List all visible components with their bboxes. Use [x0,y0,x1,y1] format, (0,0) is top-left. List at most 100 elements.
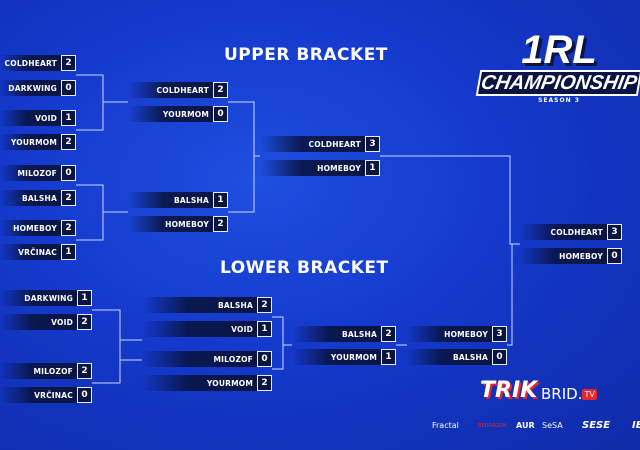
team-name: HOMEBOY [317,163,361,173]
team-name: VRČINAC [18,247,57,257]
team-score: 2 [381,326,396,342]
team-score: 3 [492,326,507,342]
team-name: BALSHA [453,352,488,362]
team-name: YOURMOM [10,137,57,147]
team-name: MILOZOF [213,354,253,364]
ie-logo: IE [632,420,640,431]
logo-1rl: 1RL [521,28,597,72]
team-score: 1 [365,160,380,176]
team-score: 0 [607,248,622,264]
team-score: 2 [77,363,92,379]
team-slot: HOMEBOY 0 [520,248,622,264]
team-name: BALSHA [342,329,377,339]
sese-logo: SESE [582,420,611,431]
team-slot: MILOZOF 2 [0,363,92,379]
team-score: 1 [381,349,396,365]
brid-tv-badge: TV [582,389,597,400]
team-name: HOMEBOY [13,223,57,233]
team-name: MILOZOF [17,168,57,178]
team-score: 3 [607,224,622,240]
team-slot: BALSHA 2 [0,190,76,206]
team-score: 0 [77,387,92,403]
championship-logo: 1RL CHAMPIONSHIP SEASON 3 [475,28,640,130]
team-name: COLDHEART [156,85,209,95]
team-slot: BALSHA 2 [292,326,396,342]
team-slot: YOURMOM 1 [292,349,396,365]
team-slot: YOURMOM 2 [142,375,272,391]
team-score: 2 [213,82,228,98]
team-slot: MILOZOF 0 [142,351,272,367]
team-name: VOID [51,317,73,327]
team-score: 2 [61,134,76,150]
team-name: BALSHA [22,193,57,203]
team-slot: VRČINAC 1 [0,244,76,260]
team-name: BALSHA [218,300,253,310]
team-slot: VOID 1 [0,110,76,126]
team-slot: DARKWING 1 [0,290,92,306]
team-score: 1 [77,290,92,306]
team-score: 2 [213,216,228,232]
team-score: 2 [257,297,272,313]
team-score: 0 [257,351,272,367]
sesa-logo: SeSA [542,421,563,430]
team-name: HOMEBOY [559,251,603,261]
team-name: DARKWING [8,83,57,93]
team-score: 2 [61,220,76,236]
team-slot: VOID 2 [0,314,92,330]
team-slot: HOMEBOY 2 [128,216,228,232]
team-score: 0 [492,349,507,365]
logo-season: SEASON 3 [538,97,580,104]
team-slot: HOMEBOY 2 [0,220,76,236]
brid-text: BRID. [541,385,583,403]
team-score: 1 [213,192,228,208]
team-name: VOID [231,324,253,334]
team-score: 2 [257,375,272,391]
team-score: 2 [61,55,76,71]
fractal-logo: Fractal [432,421,459,430]
team-name: BALSHA [174,195,209,205]
trik-logo: TRIK [480,378,538,403]
team-name: YOURMOM [206,378,253,388]
team-score: 2 [61,190,76,206]
team-score: 1 [61,244,76,260]
upper-bracket-title: UPPER BRACKET [224,45,388,65]
team-slot: YOURMOM 2 [0,134,76,150]
team-score: 0 [61,80,76,96]
team-name: VRČINAC [34,390,73,400]
team-name: YOURMOM [330,352,377,362]
team-slot: BALSHA 2 [142,297,272,313]
redragon-logo: REDRAGON [478,423,507,429]
team-slot: DARKWING 0 [0,80,76,96]
team-slot: COLDHEART 2 [128,82,228,98]
team-name: HOMEBOY [165,219,209,229]
team-slot: HOMEBOY 1 [260,160,380,176]
team-slot: VRČINAC 0 [0,387,92,403]
team-slot: VOID 1 [142,321,272,337]
lower-bracket-title: LOWER BRACKET [220,258,389,278]
team-name: HOMEBOY [444,329,488,339]
team-name: COLDHEART [308,139,361,149]
brid-logo: BRID.TV [541,385,597,403]
logo-championship: CHAMPIONSHIP [475,70,640,96]
team-slot: MILOZOF 0 [0,165,76,181]
team-name: MILOZOF [33,366,73,376]
team-slot: COLDHEART 3 [520,224,622,240]
team-slot: COLDHEART 2 [0,55,76,71]
team-slot: YOURMOM 0 [128,106,228,122]
team-name: DARKWING [24,293,73,303]
team-name: YOURMOM [162,109,209,119]
team-name: COLDHEART [550,227,603,237]
team-slot: BALSHA 1 [128,192,228,208]
team-score: 1 [257,321,272,337]
aur-logo: AUR [516,421,535,430]
team-name: COLDHEART [4,58,57,68]
team-score: 0 [61,165,76,181]
team-score: 1 [61,110,76,126]
team-score: 2 [77,314,92,330]
team-slot: COLDHEART 3 [260,136,380,152]
team-score: 0 [213,106,228,122]
team-name: VOID [35,113,57,123]
team-score: 3 [365,136,380,152]
